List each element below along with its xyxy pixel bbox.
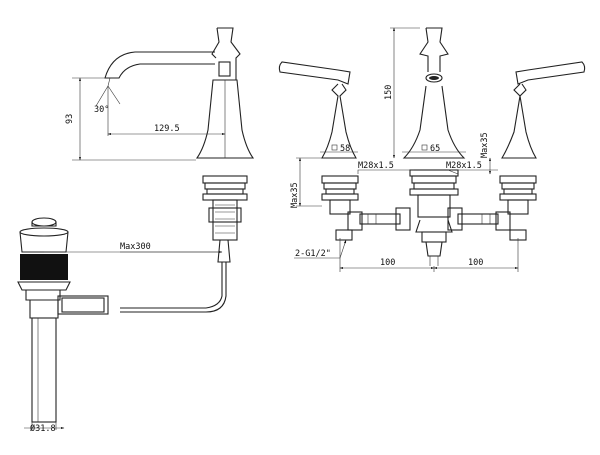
drain-max-label: Max300 (120, 242, 151, 252)
inlet-thread-label: 2-G1/2" (295, 249, 331, 259)
drain-diameter-label: Ø31.8 (30, 423, 56, 434)
drain-nut (20, 254, 68, 280)
spout-base-label: 65 (430, 144, 440, 154)
spout-angle-label: 30° (94, 105, 109, 115)
spout-reach-label: 129.5 (154, 124, 180, 134)
left-handle (278, 61, 363, 241)
drain-dimensions: Max300 Ø31.8 (24, 242, 223, 434)
spout-height-label: 93 (65, 114, 75, 124)
spout-dimensions: 93 129.5 30° (65, 77, 226, 161)
deck-max-right-label: Max35 (480, 132, 490, 158)
pop-up-drain (17, 217, 109, 423)
spacing-left-label: 100 (380, 258, 395, 268)
thread-right-label: M28x1.5 (446, 161, 482, 171)
right-handle (495, 61, 586, 241)
deck-max-left-label: Max35 (290, 182, 300, 208)
side-view-faucet (104, 27, 255, 313)
thread-left-label: M28x1.5 (358, 161, 394, 171)
body-height-label: 150 (384, 85, 394, 100)
handle-base-label: 58 (340, 144, 350, 154)
connecting-hoses (359, 207, 499, 231)
spacing-right-label: 100 (468, 258, 483, 268)
center-spout-body (402, 27, 466, 266)
front-dimensions: 150 58 65 Max35 M28x1.5 M28x1.5 Max35 2-… (290, 27, 519, 272)
